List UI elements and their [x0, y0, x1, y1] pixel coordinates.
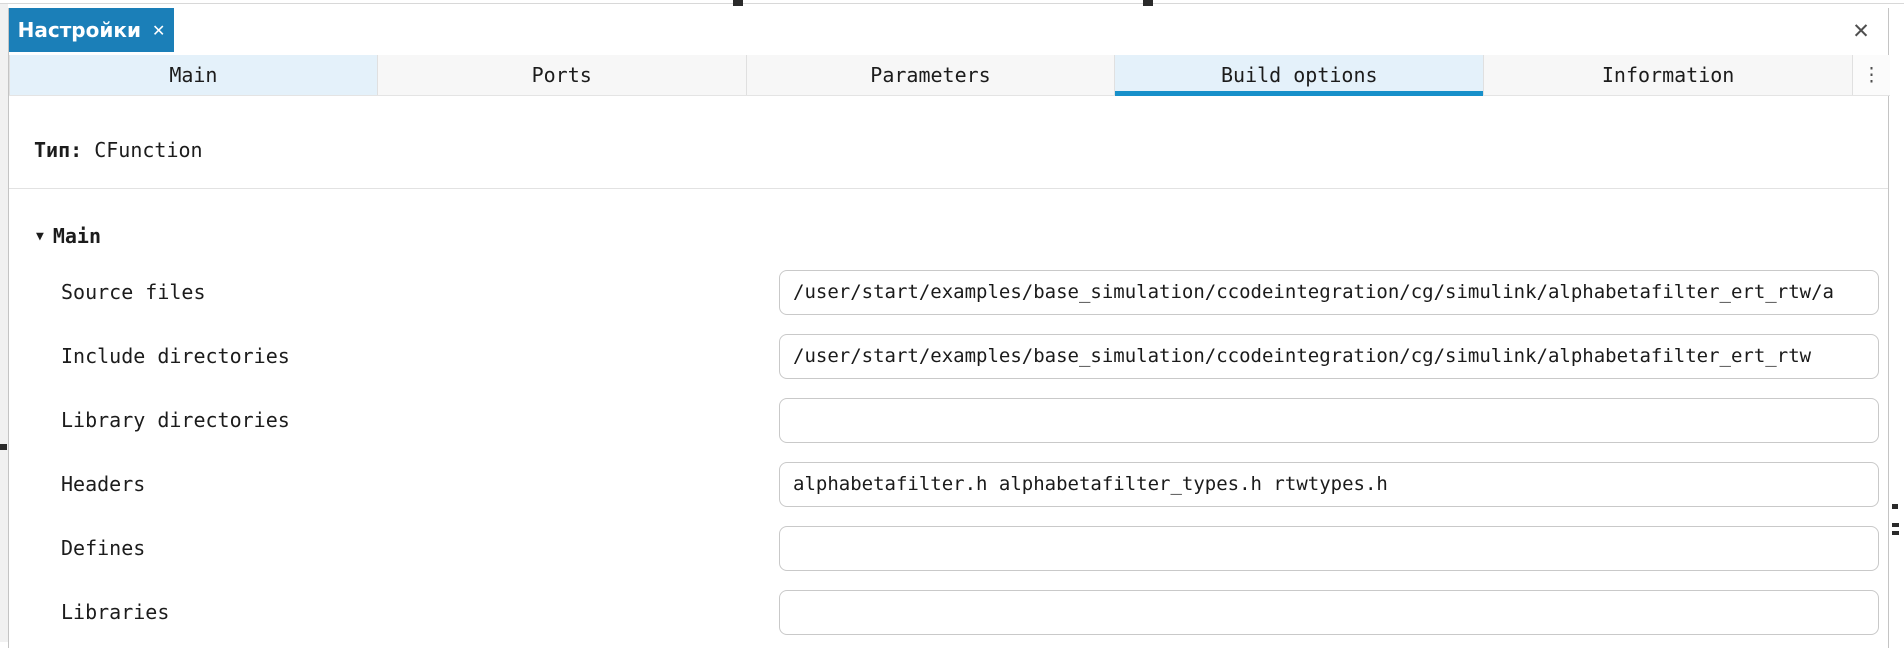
tab-label: Main: [169, 63, 218, 87]
include-directories-input[interactable]: [779, 333, 1879, 379]
field-row-source-files: Source files: [9, 260, 1890, 324]
clipped-background-text: [733, 0, 743, 6]
close-icon: ✕: [1852, 19, 1870, 43]
source-files-input[interactable]: [779, 269, 1879, 315]
close-dialog-button[interactable]: ✕: [1847, 17, 1875, 45]
field-label: Include directories: [61, 344, 290, 368]
tab-overflow-menu-button[interactable]: ⋮: [1852, 55, 1890, 95]
settings-dialog: Настройки ✕ ✕ Main Ports Parameters Buil…: [8, 8, 1890, 648]
settings-title-tab[interactable]: Настройки ✕: [9, 8, 174, 52]
background-gutter: [0, 4, 8, 642]
block-type-row: Тип: CFunction: [34, 138, 203, 162]
tab-parameters[interactable]: Parameters: [746, 55, 1116, 95]
tab-label: Information: [1601, 63, 1735, 87]
collapse-triangle-icon: ▼: [36, 228, 44, 244]
clipped-background-text: [1143, 0, 1153, 6]
defines-input[interactable]: [779, 525, 1879, 571]
type-value: CFunction: [94, 138, 203, 162]
field-row-include-directories: Include directories: [9, 324, 1890, 388]
headers-input[interactable]: [779, 461, 1879, 507]
field-label: Headers: [61, 472, 146, 496]
type-label: Тип:: [34, 138, 83, 162]
tab-bar: Main Ports Parameters Build options Info…: [9, 55, 1890, 96]
section-header-main[interactable]: ▼ Main: [36, 224, 101, 248]
fields-list: Source files Include directories Library…: [9, 260, 1890, 644]
tab-information[interactable]: Information: [1484, 55, 1853, 95]
library-directories-input[interactable]: [779, 397, 1879, 443]
field-label: Library directories: [61, 408, 290, 432]
tab-build-options[interactable]: Build options: [1115, 55, 1485, 96]
field-row-defines: Defines: [9, 516, 1890, 580]
field-label: Libraries: [61, 600, 170, 624]
tab-label: Parameters: [870, 63, 991, 87]
clipped-background-text: [0, 444, 7, 450]
clipped-background-text: [1892, 504, 1898, 509]
close-tab-icon[interactable]: ✕: [151, 21, 166, 40]
field-row-headers: Headers: [9, 452, 1890, 516]
libraries-input[interactable]: [779, 589, 1879, 635]
field-label: Source files: [61, 280, 206, 304]
clipped-background-text: [1892, 523, 1899, 527]
clipped-background-text: [1892, 531, 1899, 535]
tab-label: Build options: [1221, 63, 1378, 87]
background-divider-line: [0, 3, 1904, 4]
tab-label: Ports: [531, 63, 592, 87]
settings-title-label: Настройки: [17, 18, 141, 42]
field-row-library-directories: Library directories: [9, 388, 1890, 452]
field-row-libraries: Libraries: [9, 580, 1890, 644]
field-label: Defines: [61, 536, 146, 560]
tab-ports[interactable]: Ports: [377, 55, 747, 95]
tab-main[interactable]: Main: [9, 55, 378, 95]
section-title: Main: [52, 224, 101, 248]
kebab-icon: ⋮: [1861, 63, 1881, 86]
section-divider: [9, 188, 1888, 189]
